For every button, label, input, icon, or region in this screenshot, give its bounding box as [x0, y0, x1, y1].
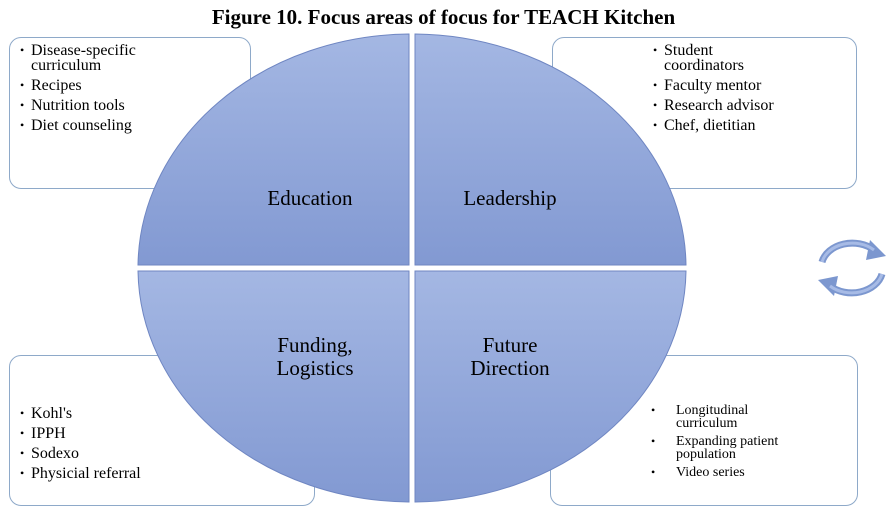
education-quadrant	[137, 33, 410, 266]
list-item: Recipes	[20, 78, 250, 94]
list-item: Chef, dietitian	[653, 118, 856, 134]
list-item: Research advisor	[653, 98, 856, 114]
list-item: Nutrition tools	[20, 98, 250, 114]
education-list: Disease-specific curriculum Recipes Nutr…	[20, 43, 250, 134]
future-list: Longitudinal curriculum Expanding patien…	[651, 404, 857, 480]
list-item: Video series	[651, 466, 857, 480]
list-item: IPPH	[20, 426, 314, 442]
list-item: Longitudinal curriculum	[651, 404, 776, 431]
leadership-quadrant	[414, 33, 687, 266]
list-item: Disease-specific curriculum	[20, 43, 151, 74]
list-item: Student coordinators	[653, 43, 754, 74]
circular-arrows-icon	[818, 239, 886, 297]
list-item: Expanding patient population	[651, 435, 826, 462]
leadership-list: Student coordinators Faculty mentor Rese…	[653, 43, 856, 134]
list-item: Sodexo	[20, 446, 314, 462]
future-label-line2: Direction	[470, 356, 550, 380]
funding-label-line1: Funding,	[277, 333, 353, 357]
leadership-label: Leadership	[463, 186, 557, 210]
funding-quadrant	[137, 270, 410, 503]
list-item: Faculty mentor	[653, 78, 856, 94]
funding-list: Kohl's IPPH Sodexo Physicial referral	[20, 406, 314, 482]
funding-label-line2: Logistics	[276, 356, 354, 380]
list-item: Kohl's	[20, 406, 314, 422]
future-quadrant	[414, 270, 687, 503]
future-label-line1: Future	[482, 333, 538, 357]
education-label: Education	[267, 186, 353, 210]
list-item: Diet counseling	[20, 118, 250, 134]
figure-title: Figure 10. Focus areas of focus for TEAC…	[211, 5, 676, 29]
list-item: Physicial referral	[20, 466, 314, 482]
